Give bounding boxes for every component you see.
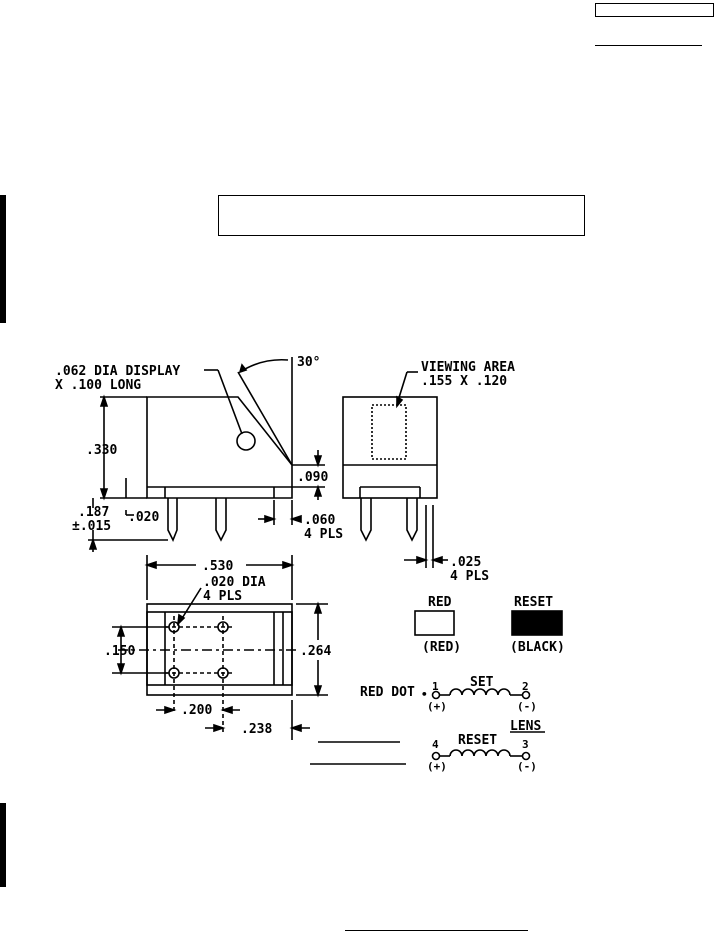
change-bar-bottom	[0, 803, 6, 887]
reset-sub-label: (BLACK)	[510, 640, 565, 655]
edge-offset-label: .238	[241, 722, 272, 737]
pin3-label: 3	[522, 738, 529, 751]
end-view	[342, 371, 448, 568]
reset-indicator	[511, 610, 563, 636]
pin-dia-label: .020	[128, 510, 159, 525]
pin-width-line2: 4 PLS	[450, 569, 489, 584]
pin4-polarity: (+)	[427, 760, 447, 773]
red-label: RED	[428, 595, 452, 610]
red-dot-label: RED DOT	[360, 685, 415, 700]
hole-note-line2: 4 PLS	[203, 589, 242, 604]
pin-width-line1: .025	[450, 555, 481, 570]
pin-length-line1: .187	[78, 505, 109, 520]
schematic	[310, 688, 545, 765]
dim-height-label: .330	[86, 443, 117, 458]
pin-length-line2: ±.015	[72, 519, 111, 534]
header-box	[595, 3, 714, 17]
angle-label: 30°	[297, 355, 320, 370]
pin1-label: 1	[432, 680, 439, 693]
red-dot-marker: •	[421, 688, 428, 701]
red-sub-label: (RED)	[422, 640, 461, 655]
edge-dim-line2: 4 PLS	[304, 527, 343, 542]
pin2-polarity: (-)	[517, 700, 537, 713]
reset-coil-label: RESET	[458, 733, 497, 748]
edge-dim-line1: .060	[304, 513, 335, 528]
footer-rule	[345, 930, 528, 931]
pin2-label: 2	[522, 680, 529, 693]
side-view	[88, 357, 325, 552]
lens-label: LENS	[510, 719, 541, 734]
header-rule	[595, 45, 702, 46]
display-note-line2: X .100 LONG	[55, 378, 141, 393]
pin3-polarity: (-)	[517, 760, 537, 773]
pin1-polarity: (+)	[427, 700, 447, 713]
set-coil-label: SET	[470, 675, 494, 690]
bottom-height-label: .264	[300, 644, 331, 659]
display-note-line1: .062 DIA DISPLAY	[55, 364, 180, 379]
title-box	[218, 195, 585, 236]
hole-note-line1: .020 DIA	[203, 575, 266, 590]
dim-step-label: .090	[297, 470, 328, 485]
pin4-label: 4	[432, 738, 439, 751]
reset-label: RESET	[514, 595, 553, 610]
viewing-area-line2: .155 X .120	[421, 374, 507, 389]
pin-pitch-label: .200	[181, 703, 212, 718]
bottom-width-label: .530	[202, 559, 233, 574]
red-indicator	[414, 610, 455, 636]
row-spacing-label: .150	[104, 644, 135, 659]
change-bar-top	[0, 195, 6, 323]
viewing-area-line1: VIEWING AREA	[421, 360, 515, 375]
bottom-view	[112, 555, 328, 740]
